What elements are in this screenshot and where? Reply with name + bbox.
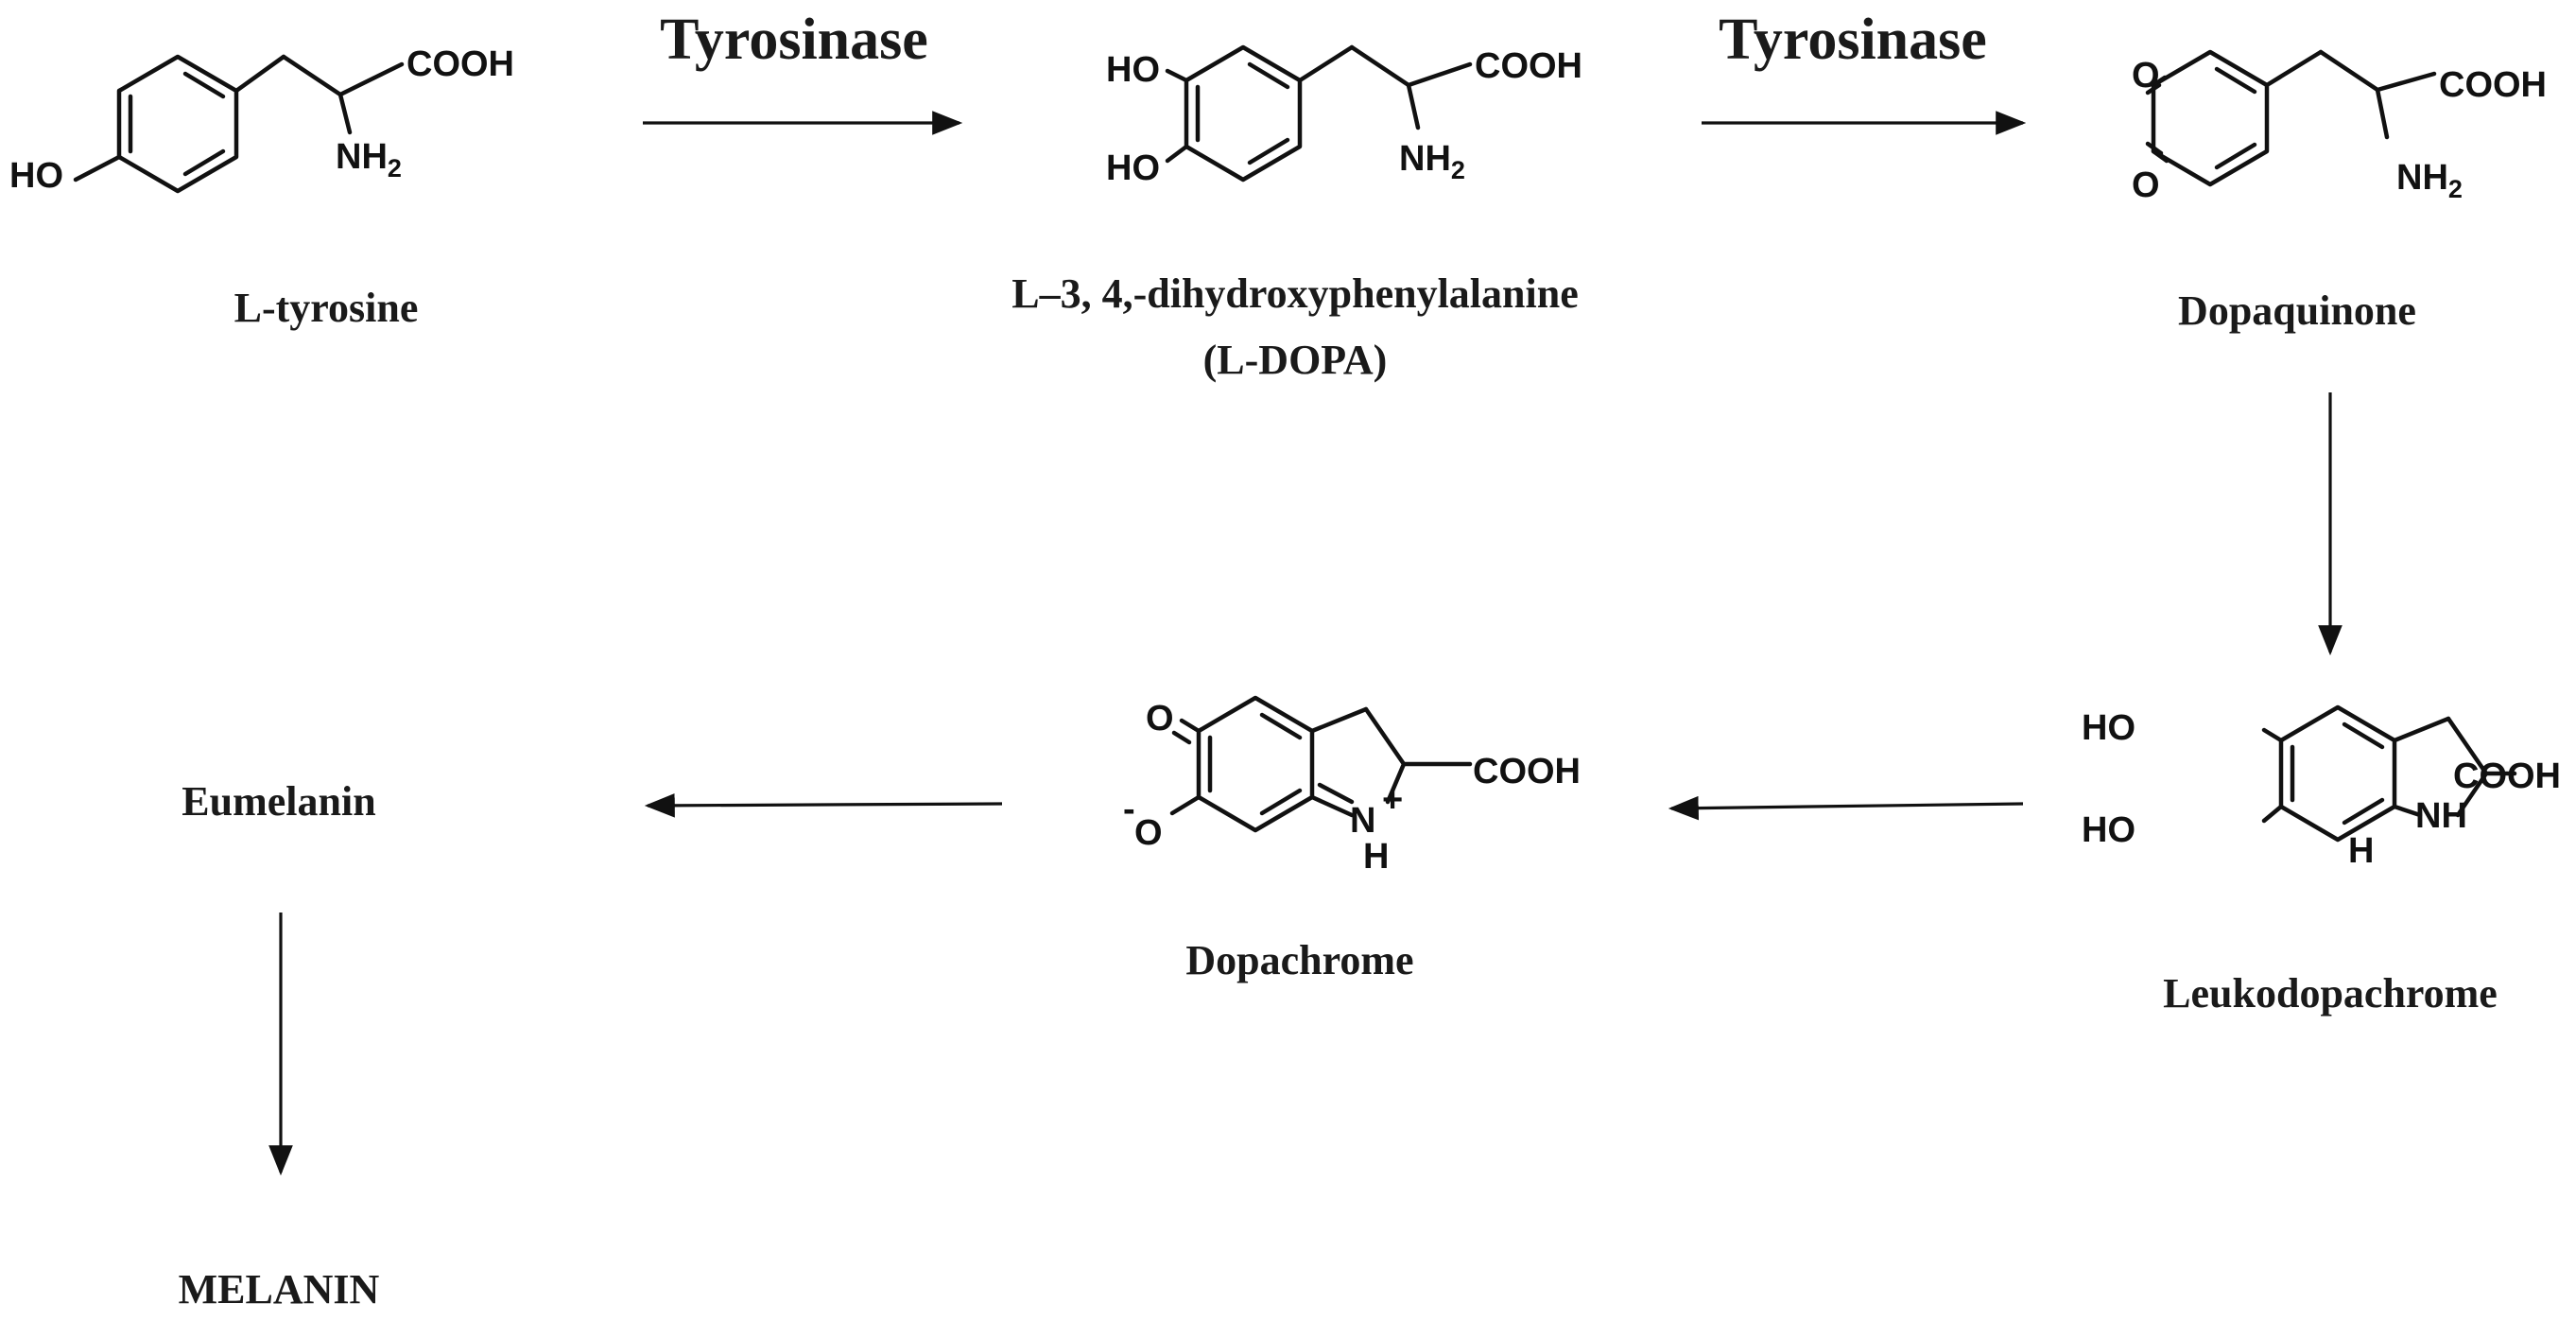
l-dopa-structure: HO HO COOH NH2	[1106, 44, 1582, 188]
dopachrome-structure: O - O COOH N + H	[1123, 695, 1581, 877]
l-tyrosine-label: L-tyrosine	[234, 285, 419, 331]
dopachrome-plus-charge: +	[1382, 780, 1403, 820]
ldopa-label-line1: L–3, 4,-dihydroxyphenylalanine	[1011, 270, 1578, 317]
tyrosine-cooh-label: COOH	[406, 44, 514, 84]
enzyme-label-step1: Tyrosinase	[660, 8, 928, 72]
dopachrome-h-label: H	[1363, 837, 1389, 877]
ldopa-hydroxyl-4-label: HO	[1106, 148, 1160, 188]
leukodopachrome-hydroxyl-5-label: HO	[2082, 708, 2135, 748]
leukodopachrome-nh-label: NH	[2415, 796, 2467, 836]
reaction-arrow-dopachrome-to-eumelanin	[644, 793, 1003, 818]
tyrosine-amine-label: NH2	[336, 137, 402, 183]
dopachrome-oxo-label: O	[1146, 699, 1174, 739]
dopachrome-label: Dopachrome	[1185, 937, 1413, 983]
enzyme-label-step2: Tyrosinase	[1719, 8, 1987, 72]
dopaquinone-structure: O O COOH NH2	[2132, 49, 2547, 205]
dopaquinone-amine-label: NH2	[2396, 158, 2463, 203]
ldopa-amine-label: NH2	[1399, 139, 1465, 184]
reaction-arrow-leukodopachrome-to-dopachrome	[1668, 795, 2024, 821]
ldopa-cooh-label: COOH	[1475, 46, 1582, 86]
l-tyrosine-structure: COOH NH2 HO	[9, 44, 514, 196]
leukodopachrome-cooh-label: COOH	[2453, 756, 2561, 796]
melanin-label: MELANIN	[179, 1266, 380, 1312]
leukodopachrome-structure: HO HO COOH NH H	[2082, 704, 2561, 871]
dopachrome-nitrogen-label: N	[1350, 801, 1375, 841]
eumelanin-label: Eumelanin	[182, 778, 375, 825]
leukodopachrome-hydroxyl-6-label: HO	[2082, 810, 2135, 850]
ldopa-label-line2: (L-DOPA)	[1203, 337, 1388, 383]
dopachrome-minus-charge: -	[1123, 790, 1135, 829]
ldopa-hydroxyl-3-label: HO	[1106, 50, 1160, 90]
dopaquinone-label: Dopaquinone	[2178, 287, 2416, 334]
dopaquinone-oxo-2-label: O	[2132, 165, 2160, 205]
dopachrome-oxide-label: O	[1134, 813, 1163, 853]
dopachrome-cooh-label: COOH	[1473, 752, 1581, 791]
dopaquinone-oxo-1-label: O	[2132, 56, 2160, 96]
leukodopachrome-label: Leukodopachrome	[2163, 970, 2498, 1017]
dopaquinone-cooh-label: COOH	[2439, 65, 2547, 105]
leukodopachrome-h-label: H	[2348, 831, 2374, 871]
tyrosine-hydroxyl-label: HO	[9, 156, 63, 196]
